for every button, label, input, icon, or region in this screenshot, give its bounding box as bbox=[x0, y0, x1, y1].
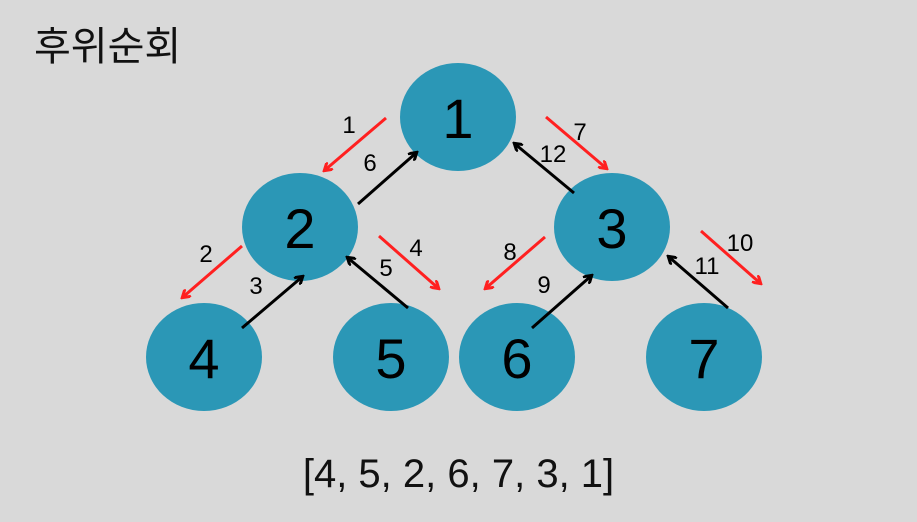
tree-node-3: 3 bbox=[554, 173, 670, 281]
ascend-arrow bbox=[531, 276, 591, 330]
descend-arrow bbox=[378, 234, 438, 288]
step-label-8: 8 bbox=[503, 239, 516, 266]
descend-arrow bbox=[700, 229, 760, 283]
descend-arrow bbox=[486, 235, 546, 288]
step-label-3: 3 bbox=[249, 273, 262, 300]
step-label-4: 4 bbox=[409, 235, 422, 262]
node-label: 5 bbox=[375, 327, 406, 390]
tree-node-1: 1 bbox=[400, 63, 516, 171]
node-label: 4 bbox=[188, 327, 219, 390]
step-label-10: 10 bbox=[727, 230, 754, 257]
ascend-arrow bbox=[241, 277, 302, 330]
step-label-5: 5 bbox=[379, 255, 392, 282]
tree-node-6: 6 bbox=[459, 303, 575, 411]
step-label-9: 9 bbox=[537, 272, 550, 299]
node-label: 6 bbox=[501, 327, 532, 390]
ascend-arrow bbox=[348, 258, 409, 310]
ascend-arrow bbox=[515, 144, 575, 195]
node-label: 1 bbox=[442, 87, 473, 150]
node-label: 2 bbox=[284, 197, 315, 260]
descend-arrow bbox=[183, 244, 243, 297]
ascend-arrow bbox=[669, 257, 729, 310]
step-label-2: 2 bbox=[199, 241, 212, 268]
ascend-arrow bbox=[357, 153, 416, 206]
step-label-7: 7 bbox=[573, 119, 586, 146]
tree-node-5: 5 bbox=[333, 303, 449, 411]
step-label-1: 1 bbox=[342, 112, 355, 139]
tree-node-2: 2 bbox=[242, 173, 358, 281]
descend-arrow bbox=[325, 116, 387, 170]
node-label: 7 bbox=[688, 327, 719, 390]
step-label-12: 12 bbox=[540, 141, 567, 168]
page-title: 후위순회 bbox=[34, 24, 182, 70]
step-label-11: 11 bbox=[695, 253, 720, 280]
tree-node-4: 4 bbox=[146, 303, 262, 411]
tree-node-7: 7 bbox=[646, 303, 762, 411]
traversal-result: [4, 5, 2, 6, 7, 3, 1] bbox=[302, 452, 615, 496]
descend-arrow bbox=[545, 115, 606, 168]
step-label-6: 6 bbox=[363, 150, 376, 177]
node-label: 3 bbox=[596, 197, 627, 260]
